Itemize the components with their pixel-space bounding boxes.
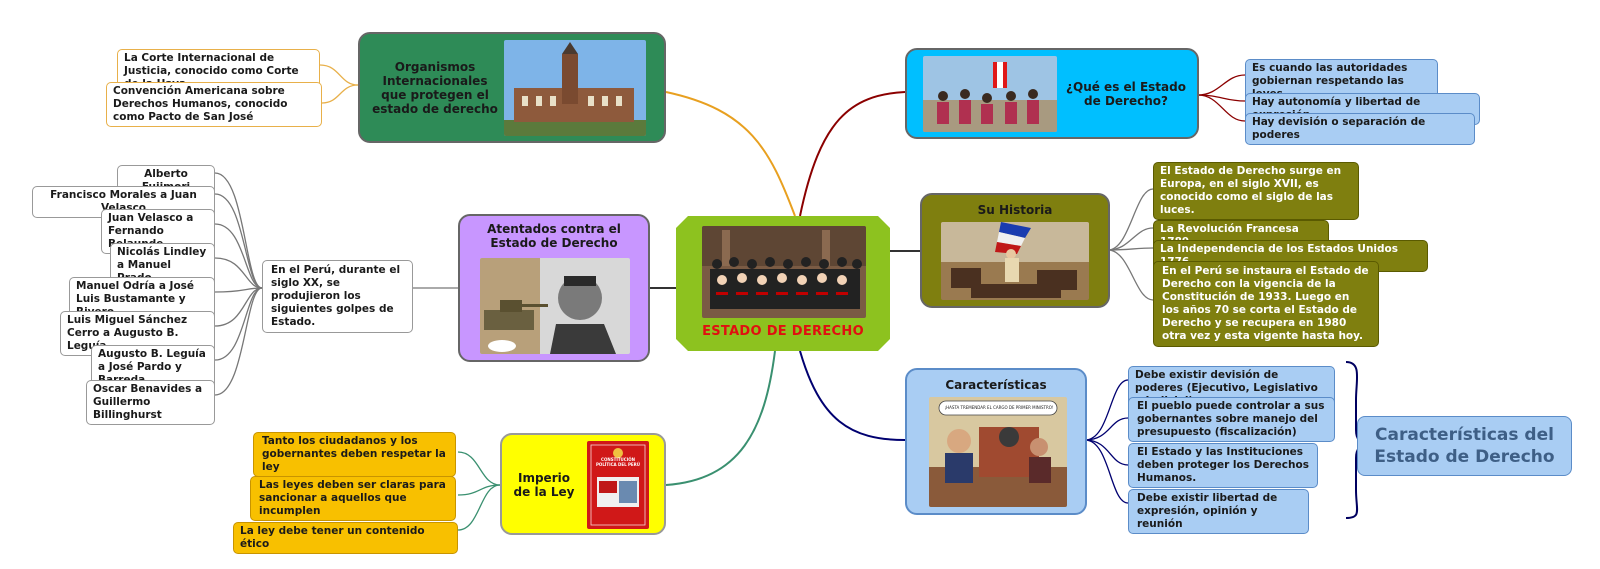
- caracteristicas-summary[interactable]: Características del Estado de Derecho: [1357, 416, 1572, 476]
- coup-collage-photo: [480, 258, 630, 354]
- branch-organismos[interactable]: Organismos Internacionales que protegen …: [358, 32, 666, 143]
- liberty-painting: [941, 222, 1089, 300]
- cartoon-caption: ¡HASTA TREMENDAR EL CARGO DE PRIMER MINI…: [944, 405, 1054, 410]
- political-cartoon: [929, 397, 1067, 507]
- caracteristicas-item-2[interactable]: El pueblo puede controlar a sus gobernan…: [1128, 397, 1335, 442]
- branch-atentados-title: Atentados contra el Estado de Derecho: [487, 222, 621, 250]
- branch-caracteristicas-title: Características: [945, 378, 1047, 392]
- branch-atentados[interactable]: Atentados contra el Estado de Derecho: [458, 214, 650, 362]
- imperio-item-2[interactable]: Las leyes deben ser claras para sanciona…: [250, 476, 456, 521]
- constitution-book-icon: [587, 441, 649, 529]
- branch-imperio-title: Imperio de la Ley: [513, 471, 575, 499]
- protest-photo: [923, 56, 1057, 132]
- branch-historia-title: Su Historia: [977, 203, 1053, 217]
- branch-que-es-title: ¿Qué es el Estado de Derecho?: [1066, 80, 1186, 108]
- que-es-item-3[interactable]: Hay devisión o separación de poderes: [1245, 113, 1475, 145]
- imperio-item-1[interactable]: Tanto los ciudadanos y los gobernantes d…: [253, 432, 456, 477]
- imperio-item-3[interactable]: La ley debe tener un contenido ético: [233, 522, 458, 554]
- atentados-intro[interactable]: En el Perú, durante el siglo XX, se prod…: [262, 260, 413, 333]
- central-topic[interactable]: ESTADO DE DERECHO: [676, 216, 890, 351]
- atentados-item-8[interactable]: Oscar Benavides a Guillermo Billinghurst: [86, 380, 215, 425]
- historia-item-1[interactable]: El Estado de Derecho surge en Europa, en…: [1153, 162, 1359, 220]
- caracteristicas-item-4[interactable]: Debe existir libertad de expresión, opin…: [1128, 489, 1309, 534]
- branch-organismos-title: Organismos Internacionales que protegen …: [372, 60, 498, 116]
- central-topic-title: ESTADO DE DERECHO: [702, 324, 864, 339]
- government-group-photo: [702, 226, 866, 318]
- peace-palace-photo: [504, 40, 646, 136]
- book-title: CONSTITUCIÓN POLÍTICA DEL PERÚ: [596, 457, 640, 467]
- historia-item-4[interactable]: En el Perú se instaura el Estado de Dere…: [1153, 261, 1379, 347]
- branch-imperio[interactable]: Imperio de la Ley CONSTITUCIÓN POLÍTICA …: [500, 433, 666, 535]
- branch-que-es[interactable]: ¿Qué es el Estado de Derecho?: [905, 48, 1199, 139]
- caracteristicas-item-3[interactable]: El Estado y las Instituciones deben prot…: [1128, 443, 1318, 488]
- organismos-item-2[interactable]: Convención Americana sobre Derechos Huma…: [106, 82, 322, 127]
- branch-caracteristicas[interactable]: Características ¡HASTA TREMENDAR EL CARG…: [905, 368, 1087, 515]
- branch-historia[interactable]: Su Historia: [920, 193, 1110, 308]
